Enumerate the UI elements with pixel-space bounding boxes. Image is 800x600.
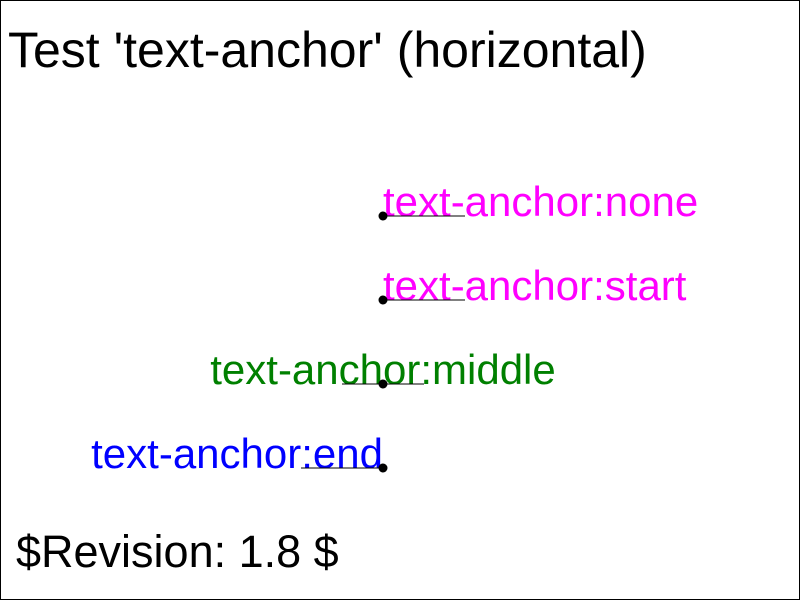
anchor-samples: text-anchor:none text-anchor:start text-an… xyxy=(91,178,698,477)
anchor-point-dot-middle xyxy=(378,379,388,389)
revision-label: $Revision: 1.8 $ xyxy=(16,526,339,577)
anchor-point-dot-start xyxy=(378,295,388,305)
anchor-point-dot-end xyxy=(378,463,388,473)
anchor-sample-none: text-anchor:none xyxy=(383,178,698,225)
anchor-sample-start: text-anchor:start xyxy=(383,262,687,309)
anchor-sample-end: text-anchor:end xyxy=(91,430,383,477)
page-title: Test 'text-anchor' (horizontal) xyxy=(8,22,647,78)
anchor-point-dot-none xyxy=(378,211,388,221)
